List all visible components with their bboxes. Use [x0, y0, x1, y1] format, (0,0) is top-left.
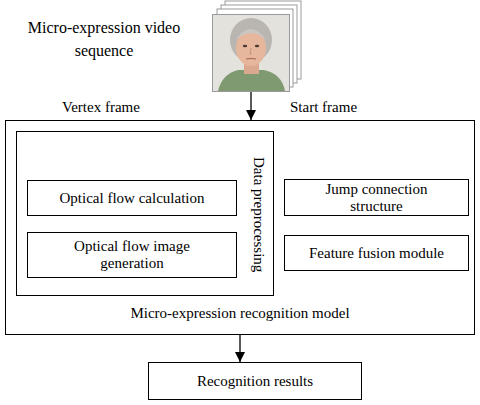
node-text: Feature fusion module	[309, 245, 444, 262]
mouth	[246, 58, 256, 60]
node-text: Optical flow image generation	[57, 238, 207, 272]
photo-frame	[213, 15, 290, 92]
node-text: Jump connection structure	[302, 181, 452, 215]
photo-stack-illustration	[212, 0, 307, 93]
flow-arrow	[239, 335, 240, 362]
hair-fringe	[236, 29, 266, 40]
eye	[243, 45, 247, 47]
frame-label: Vertex frame	[62, 99, 140, 116]
preprocessing-box: Data preprocessing Optical flow calculati…	[16, 131, 274, 296]
node-text: Optical flow calculation	[60, 190, 205, 207]
node-text: Data preprocessing	[250, 140, 267, 290]
nose	[250, 48, 252, 54]
face	[236, 30, 266, 66]
node-text: Recognition results	[197, 373, 313, 390]
result-box: Recognition results	[148, 362, 362, 400]
eye	[255, 45, 259, 47]
video-sequence: Micro-expression video sequence	[212, 14, 290, 92]
process-box: Optical flow image generation	[27, 232, 237, 278]
model-box: Micro-expression recognition model Data p…	[5, 120, 475, 335]
node-text: Micro-expression recognition model	[6, 305, 474, 322]
node-text: Micro-expression video sequence	[18, 16, 190, 62]
frame-label: Start frame	[290, 99, 357, 116]
process-box: Feature fusion module	[284, 235, 469, 271]
process-box: Optical flow calculation	[27, 180, 237, 216]
flow-arrow	[250, 92, 251, 120]
process-box: Jump connection structure	[284, 179, 469, 216]
